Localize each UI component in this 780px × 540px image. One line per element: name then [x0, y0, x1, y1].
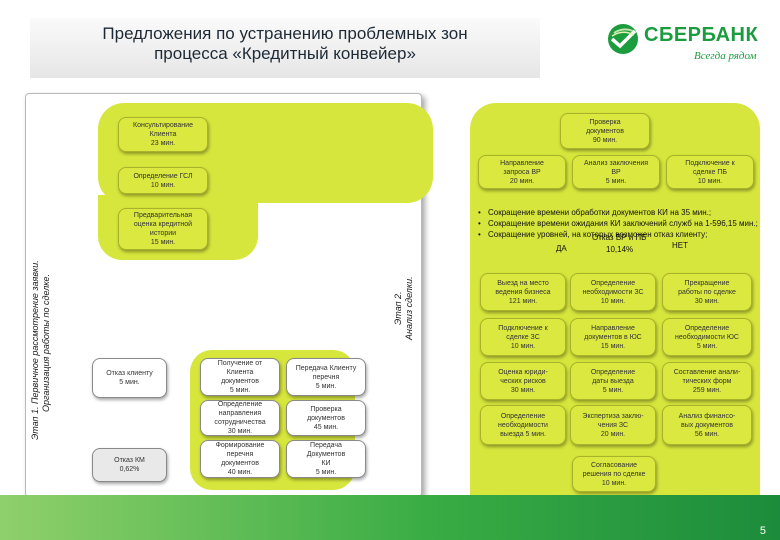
step-box: Определение необходимости выезда 5 мин.	[480, 405, 566, 445]
step-box: Определение необходимости ЮС 5 мин.	[662, 318, 752, 356]
step-box: Подключение к сделке ЗС 10 мин.	[480, 318, 566, 356]
stage1-label-line2: Организация работы по сделке.	[41, 273, 51, 412]
logo-name: СБЕРБАНК	[644, 24, 759, 46]
page-number: 5	[759, 525, 766, 537]
step-box: Составление анали- тических форм 259 мин…	[662, 362, 752, 400]
sberbank-logo: СБЕРБАНК Всегда рядом	[606, 20, 766, 72]
refuse-vr-pb-label: Отказ ВР и ПБ	[592, 233, 647, 242]
step-box: Подключение к сделке ПБ 10 мин.	[666, 155, 754, 189]
step-box: Отказ КМ 0,62%	[92, 448, 167, 482]
proposal-item: •Сокращение времени ожидания КИ заключен…	[478, 219, 758, 228]
step-box: Выезд на место ведения бизнеса 121 мин.	[480, 273, 566, 311]
logo-tagline: Всегда рядом	[694, 50, 757, 62]
step-box: Консультирование Клиента 23 мин.	[118, 117, 208, 152]
stage2-label-line2: Анализ сделки.	[404, 276, 414, 340]
yes-label: ДА	[556, 244, 567, 253]
step-box: Проверка документов 45 мин.	[286, 400, 366, 436]
step-box: Экспертиза заклю- чения ЗС 20 мин.	[570, 405, 656, 445]
proposal-text: Сокращение времени ожидания КИ заключени…	[488, 219, 758, 228]
proposal-text: Сокращение времени обработки документов …	[488, 208, 712, 217]
stage2-label: Этап 2. Анализ сделки.	[393, 276, 415, 340]
slide-title: Предложения по устранению проблемных зон…	[30, 24, 540, 64]
step-box: Направление документов в ЮС 15 мин.	[570, 318, 656, 356]
step-box: Формирование перечня документов 40 мин.	[200, 440, 280, 478]
step-box: Анализ финансо- вых документов 56 мин.	[662, 405, 752, 445]
proposals-list: •Сокращение времени обработки документов…	[478, 207, 768, 240]
footer-bar: 5	[0, 495, 780, 540]
stage2-label-line1: Этап 2.	[393, 291, 403, 325]
step-box: Определение даты выезда 5 мин.	[570, 362, 656, 400]
percent-label: 10,14%	[606, 245, 634, 254]
step-box: Определение ГСЛ 10 мин.	[118, 167, 208, 194]
stage1-label-line1: Этап 1. Первичное рассмотрение заявки.	[30, 260, 40, 440]
step-box: Определение направления сотрудничества 3…	[200, 400, 280, 436]
step-box: Отказ клиенту 5 мин.	[92, 358, 167, 398]
step-box: Прекращение работы по сделке 30 мин.	[662, 273, 752, 311]
stage1-label: Этап 1. Первичное рассмотрение заявки. О…	[30, 260, 52, 440]
step-box: Согласование решения по сделке 10 мин.	[572, 456, 656, 492]
step-box: Направление запроса ВР 20 мин.	[478, 155, 566, 189]
title-banner: Предложения по устранению проблемных зон…	[30, 18, 540, 78]
step-box: Проверка документов 90 мин.	[560, 113, 650, 149]
step-box: Передача Документов КИ 5 мин.	[286, 440, 366, 478]
step-box: Анализ заключения ВР 5 мин.	[572, 155, 660, 189]
step-box: Получение от Клиента документов 5 мин.	[200, 358, 280, 396]
sberbank-logo-icon	[608, 24, 638, 54]
proposal-item: •Сокращение уровней, на которых возможен…	[478, 230, 708, 239]
step-box: Оценка юриди- ческих рисков 30 мин.	[480, 362, 566, 400]
title-line-1: Предложения по устранению проблемных зон	[102, 24, 468, 43]
proposal-item: •Сокращение времени обработки документов…	[478, 208, 712, 217]
step-box: Определение необходимости ЗС 10 мин.	[570, 273, 656, 311]
step-box: Передача Клиенту перечня 5 мин.	[286, 358, 366, 396]
proposal-text: Сокращение уровней, на которых возможен …	[488, 230, 708, 239]
step-box: Предварительная оценка кредитной истории…	[118, 208, 208, 250]
title-line-2: процесса «Кредитный конвейер»	[154, 44, 416, 63]
no-label: НЕТ	[672, 241, 688, 250]
